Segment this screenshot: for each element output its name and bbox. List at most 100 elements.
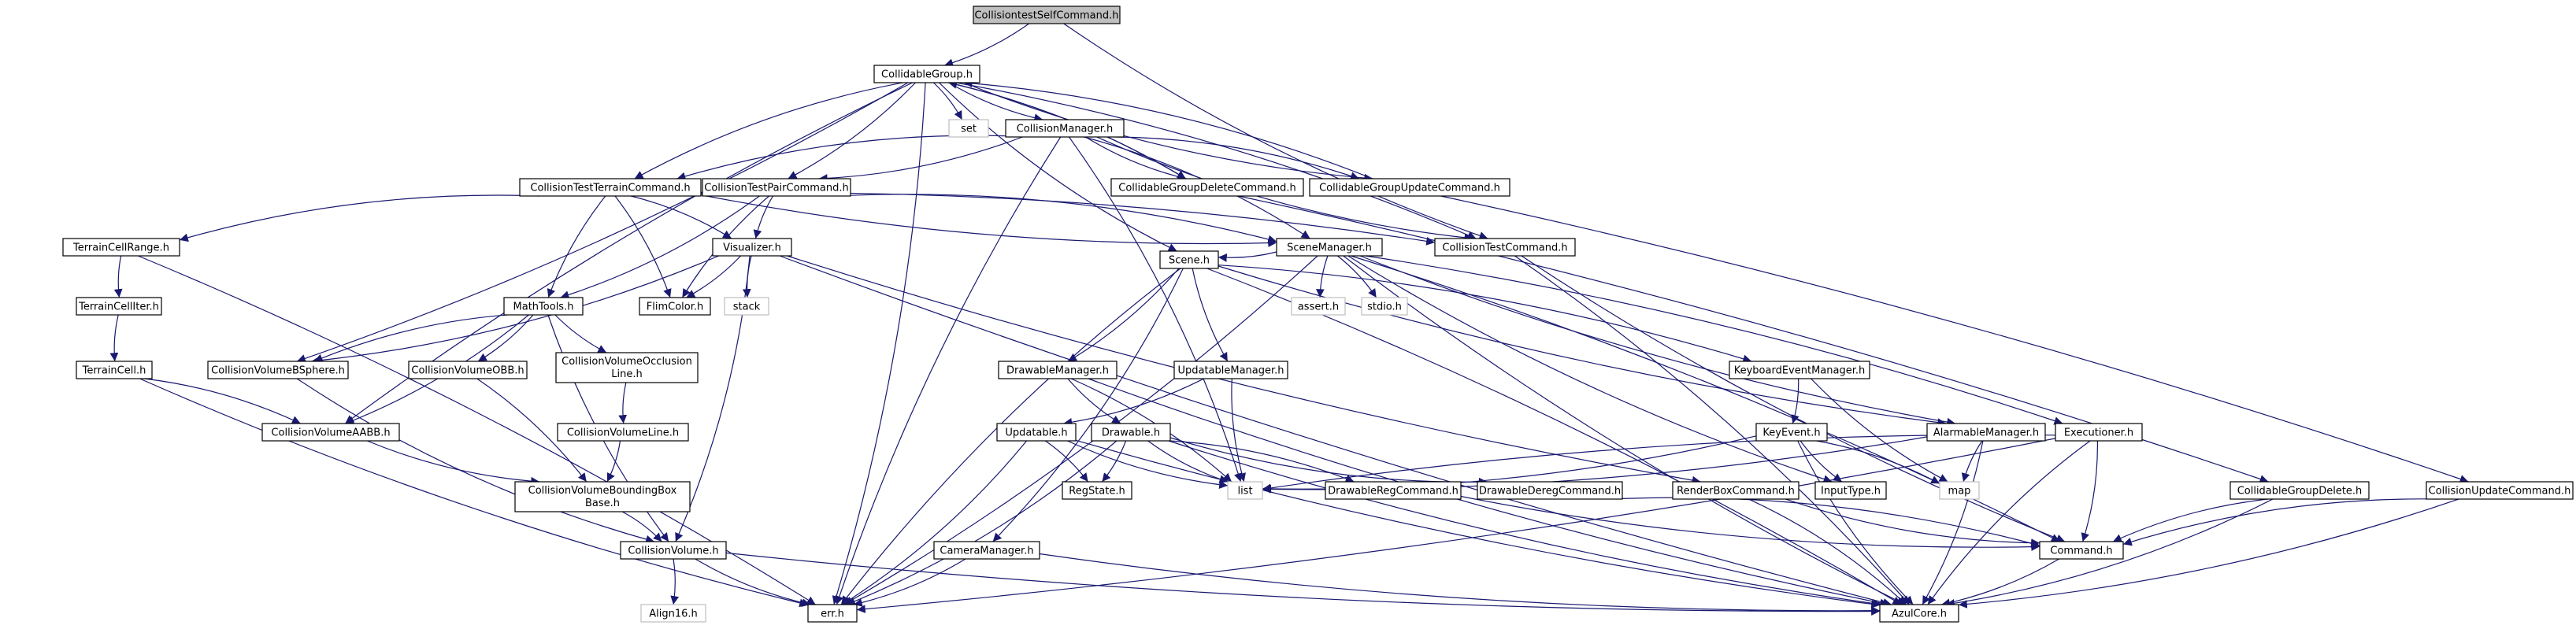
node-box-scene[interactable] — [1159, 250, 1219, 269]
node-cttc[interactable]: CollisionTestTerrainCommand.h — [519, 178, 702, 197]
node-box-cvobb[interactable] — [408, 361, 528, 379]
node-cgdc[interactable]: CollidableGroupDeleteCommand.h — [1110, 178, 1304, 197]
node-box-ke[interactable] — [1755, 423, 1828, 442]
node-it[interactable]: InputType.h — [1814, 481, 1887, 500]
node-cg[interactable]: CollidableGroup.h — [873, 65, 980, 83]
node-box-err[interactable] — [807, 604, 858, 623]
node-rs[interactable]: RegState.h — [1062, 481, 1132, 500]
node-box-mt[interactable] — [503, 297, 584, 316]
node-cmd[interactable]: Command.h — [2039, 541, 2124, 560]
node-cvl[interactable]: CollisionVolumeLine.h — [557, 423, 689, 442]
node-box-cvl[interactable] — [557, 423, 689, 442]
node-cguc[interactable]: CollidableGroupUpdateCommand.h — [1309, 178, 1510, 197]
node-cts[interactable]: CollisiontestSelfCommand.h — [973, 6, 1121, 24]
node-cv[interactable]: CollisionVolume.h — [620, 541, 727, 560]
edge-cg-to-scene — [939, 82, 1177, 252]
node-box-rbc[interactable] — [1672, 481, 1799, 500]
node-err[interactable]: err.h — [807, 604, 858, 623]
node-camm[interactable]: CameraManager.h — [933, 541, 1040, 560]
node-box-rs[interactable] — [1062, 481, 1132, 500]
node-box-kem[interactable] — [1729, 361, 1870, 379]
node-stack[interactable]: stack — [724, 297, 769, 316]
node-box-exe[interactable] — [2055, 423, 2143, 442]
node-ctc[interactable]: CollisionTestCommand.h — [1434, 238, 1576, 257]
node-ctpc[interactable]: CollisionTestPairCommand.h — [702, 178, 851, 197]
node-drw[interactable]: Drawable.h — [1091, 423, 1171, 442]
node-drc[interactable]: DrawableRegCommand.h — [1325, 481, 1462, 500]
node-box-ctpc[interactable] — [702, 178, 851, 197]
node-cgd[interactable]: CollidableGroupDelete.h — [2229, 481, 2370, 500]
node-box-cvbs[interactable] — [207, 361, 349, 379]
node-box-set[interactable] — [948, 119, 989, 138]
node-box-stack[interactable] — [724, 297, 769, 316]
node-box-a16[interactable] — [640, 604, 706, 623]
node-tci[interactable]: TerrainCellIter.h — [76, 297, 162, 316]
node-box-azul[interactable] — [1879, 604, 1959, 623]
node-am[interactable]: AlarmableManager.h — [1926, 423, 2046, 442]
node-box-sm[interactable] — [1276, 238, 1383, 257]
node-box-cgdc[interactable] — [1110, 178, 1304, 197]
node-box-cvbbb[interactable] — [514, 481, 691, 512]
node-box-cmd[interactable] — [2039, 541, 2124, 560]
node-mt[interactable]: MathTools.h — [503, 297, 584, 316]
node-box-camm[interactable] — [933, 541, 1040, 560]
node-kem[interactable]: KeyboardEventManager.h — [1729, 361, 1870, 379]
node-cuc[interactable]: CollisionUpdateCommand.h — [2426, 481, 2574, 500]
node-ddc[interactable]: DrawableDeregCommand.h — [1477, 481, 1623, 500]
node-stdio[interactable]: stdio.h — [1361, 297, 1408, 316]
node-box-cttc[interactable] — [519, 178, 702, 197]
node-azul[interactable]: AzulCore.h — [1879, 604, 1959, 623]
node-fc[interactable]: FlimColor.h — [639, 297, 711, 316]
node-box-am[interactable] — [1926, 423, 2046, 442]
node-vis[interactable]: Visualizer.h — [712, 238, 792, 257]
node-scene[interactable]: Scene.h — [1159, 250, 1219, 269]
node-box-upd[interactable] — [996, 423, 1077, 442]
node-box-map[interactable] — [1939, 481, 1980, 500]
node-map[interactable]: map — [1939, 481, 1980, 500]
node-label-list: list — [1237, 486, 1252, 498]
node-box-list[interactable] — [1227, 481, 1263, 500]
node-box-drc[interactable] — [1325, 481, 1462, 500]
node-box-cuc[interactable] — [2426, 481, 2574, 500]
node-tcr[interactable]: TerrainCellRange.h — [62, 238, 180, 257]
node-box-ctc[interactable] — [1434, 238, 1576, 257]
node-exe[interactable]: Executioner.h — [2055, 423, 2143, 442]
node-assert[interactable]: assert.h — [1291, 297, 1346, 316]
node-sm[interactable]: SceneManager.h — [1276, 238, 1383, 257]
node-set[interactable]: set — [948, 119, 989, 138]
node-box-ddc[interactable] — [1477, 481, 1623, 500]
node-list[interactable]: list — [1227, 481, 1263, 500]
node-cvaabb[interactable]: CollisionVolumeAABB.h — [261, 423, 400, 442]
node-cm[interactable]: CollisionManager.h — [1005, 119, 1125, 138]
node-upd[interactable]: Updatable.h — [996, 423, 1077, 442]
node-box-dm[interactable] — [998, 361, 1118, 379]
node-cvbs[interactable]: CollisionVolumeBSphere.h — [207, 361, 349, 379]
node-box-fc[interactable] — [639, 297, 711, 316]
node-box-assert[interactable] — [1291, 297, 1346, 316]
node-um[interactable]: UpdatableManager.h — [1173, 361, 1288, 379]
node-box-tc[interactable] — [76, 361, 153, 379]
node-box-it[interactable] — [1814, 481, 1887, 500]
node-box-cguc[interactable] — [1309, 178, 1510, 197]
node-box-cg[interactable] — [873, 65, 980, 83]
node-box-cv[interactable] — [620, 541, 727, 560]
node-box-tcr[interactable] — [62, 238, 180, 257]
node-a16[interactable]: Align16.h — [640, 604, 706, 623]
node-box-tci[interactable] — [76, 297, 162, 316]
node-box-cgd[interactable] — [2229, 481, 2370, 500]
node-box-stdio[interactable] — [1361, 297, 1408, 316]
node-box-um[interactable] — [1173, 361, 1288, 379]
node-box-cts[interactable] — [973, 6, 1121, 24]
node-cvobb[interactable]: CollisionVolumeOBB.h — [408, 361, 528, 379]
node-rbc[interactable]: RenderBoxCommand.h — [1672, 481, 1799, 500]
node-box-cm[interactable] — [1005, 119, 1125, 138]
node-ke[interactable]: KeyEvent.h — [1755, 423, 1828, 442]
node-box-cvaabb[interactable] — [261, 423, 400, 442]
node-box-drw[interactable] — [1091, 423, 1171, 442]
node-box-cvol[interactable] — [555, 352, 699, 383]
node-dm[interactable]: DrawableManager.h — [998, 361, 1118, 379]
node-tc[interactable]: TerrainCell.h — [76, 361, 153, 379]
node-box-vis[interactable] — [712, 238, 792, 257]
